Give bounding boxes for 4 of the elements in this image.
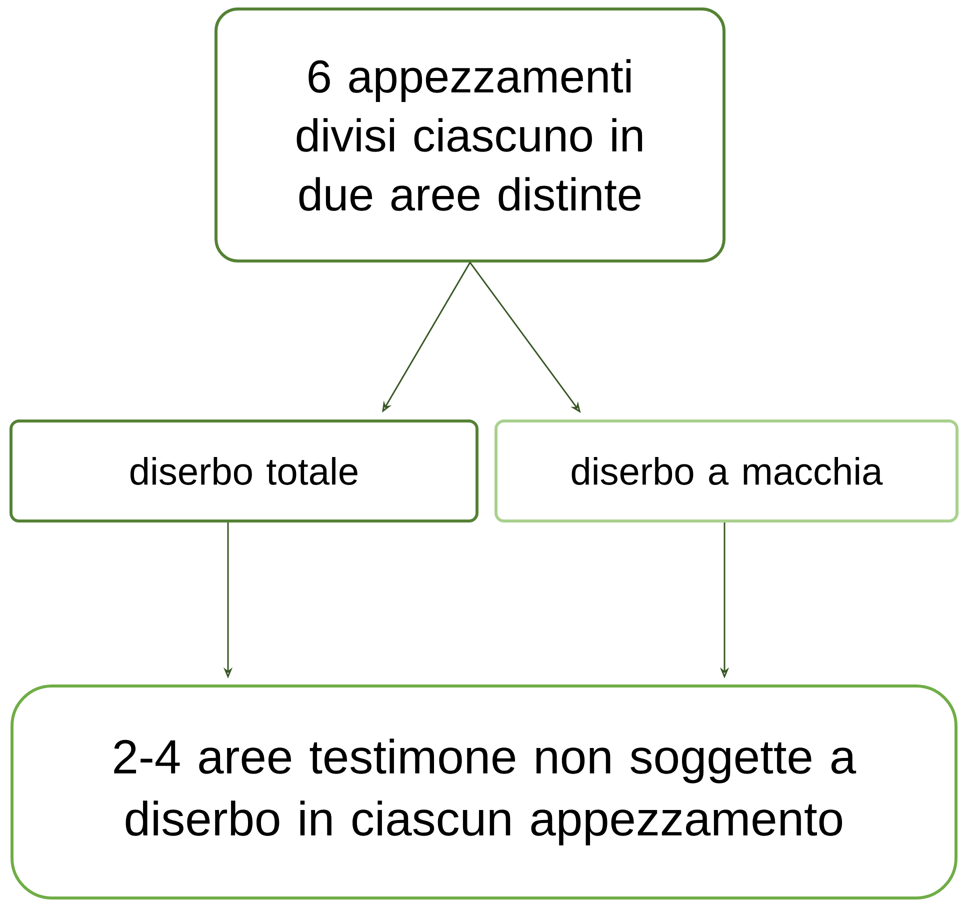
process-box: 2-4 aree testimone non soggette a diserbo in ciascun appezzamento [10, 684, 958, 900]
process-box: diserbo totale [10, 419, 478, 522]
process-box: 6 appezzamenti divisi ciascuno in due aree distinte [214, 7, 726, 262]
process-box: diserbo a macchia [494, 419, 958, 522]
